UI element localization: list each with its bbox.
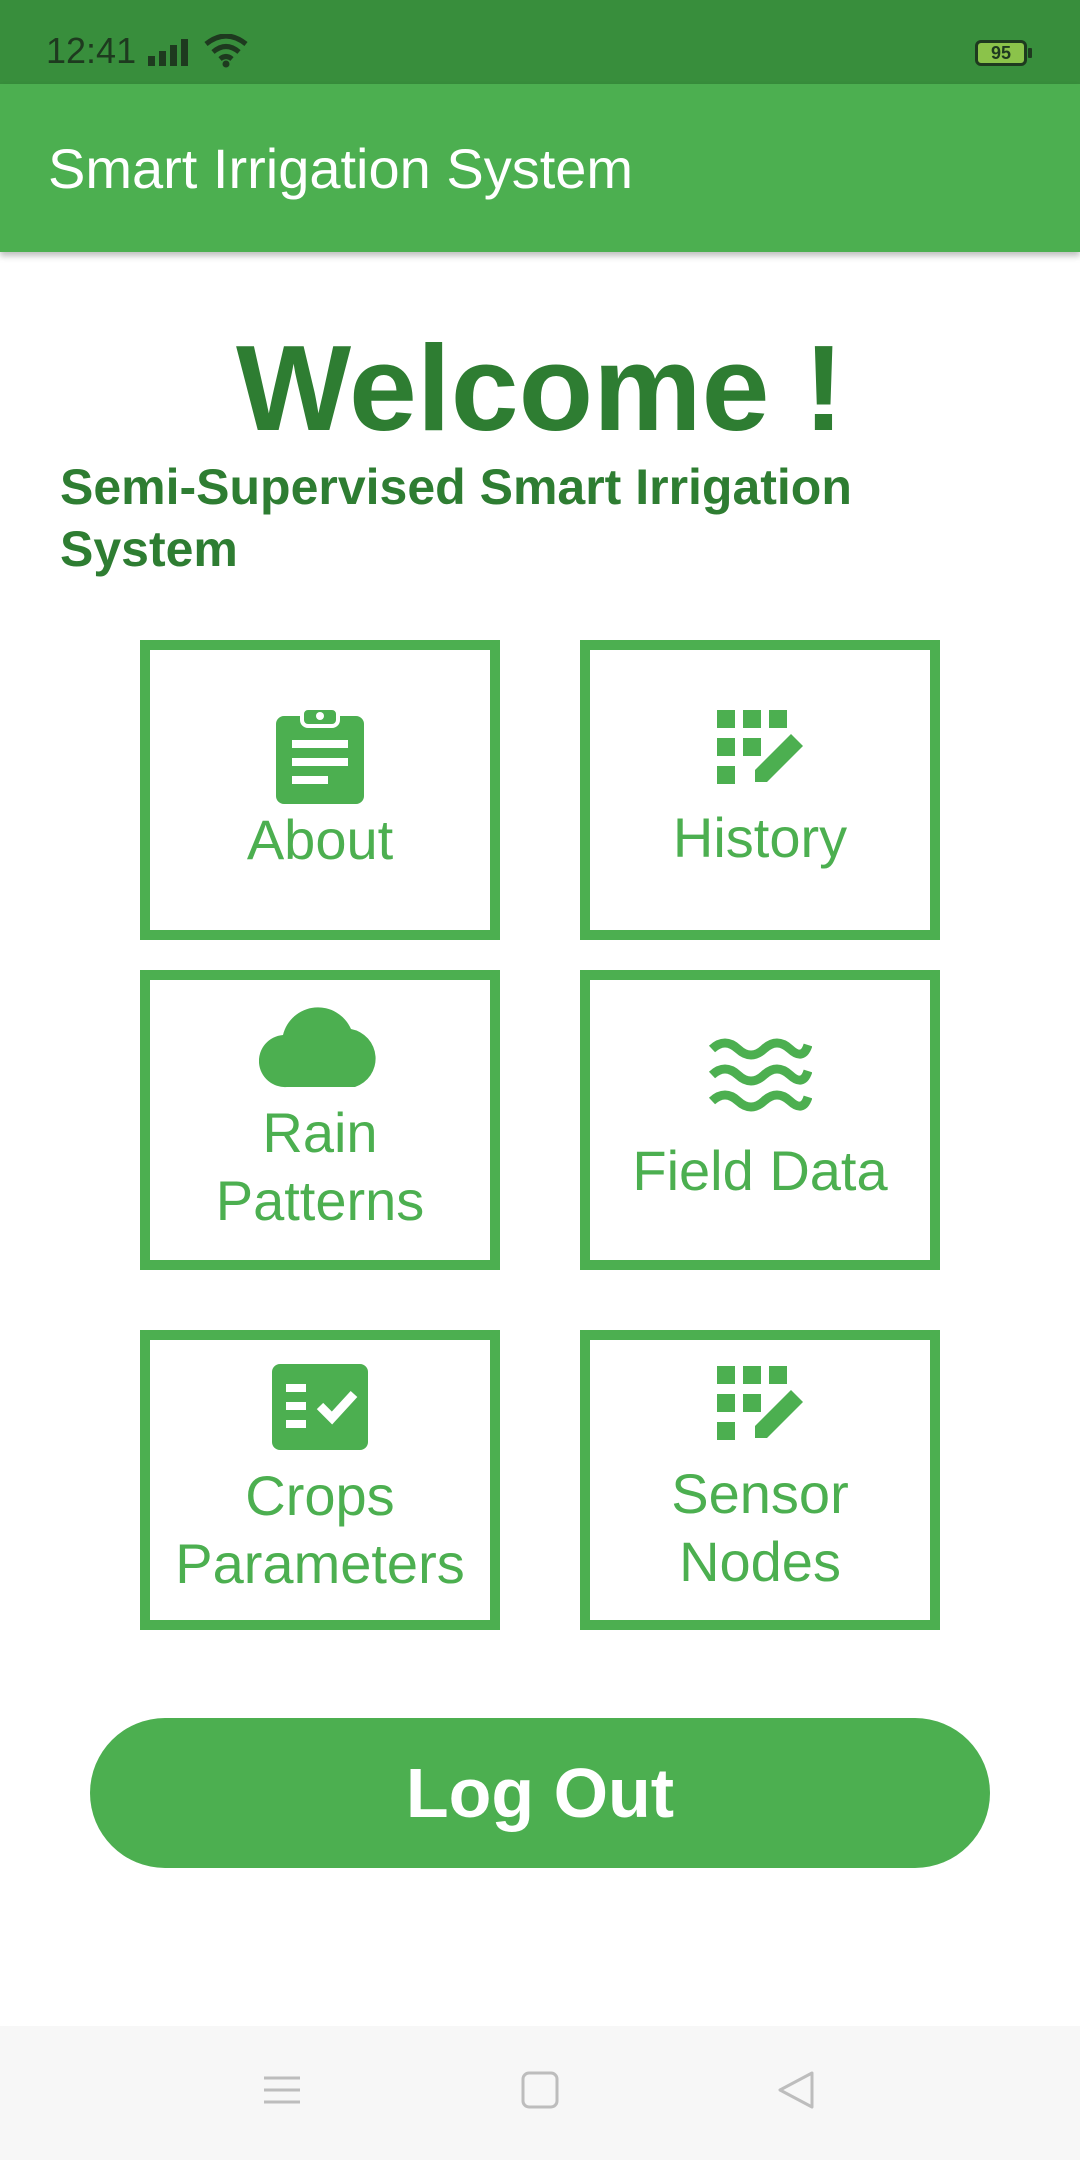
rain-patterns-label: Rain Patterns bbox=[215, 1101, 425, 1232]
battery-level: 95 bbox=[990, 43, 1012, 63]
home-icon[interactable] bbox=[520, 2070, 560, 2115]
checklist-icon bbox=[272, 1364, 368, 1450]
crops-parameters-label: Crops Parameters bbox=[175, 1464, 465, 1595]
status-time: 12:41 bbox=[46, 30, 137, 71]
battery-tip bbox=[1028, 48, 1032, 58]
field-data-tile[interactable]: Field Data bbox=[580, 970, 940, 1270]
clipboard-icon bbox=[276, 706, 364, 804]
signal-icon bbox=[146, 38, 190, 71]
wifi-icon bbox=[204, 33, 248, 73]
history-label: History bbox=[672, 806, 848, 869]
about-label: About bbox=[246, 808, 394, 871]
log-out-button[interactable]: Log Out bbox=[90, 1718, 990, 1868]
rain-patterns-tile[interactable]: Rain Patterns bbox=[140, 970, 500, 1270]
cloud-icon bbox=[259, 1007, 376, 1088]
welcome-heading: Welcome ! bbox=[236, 320, 844, 456]
waves-icon bbox=[708, 1038, 812, 1112]
grid-edit-icon bbox=[717, 1366, 803, 1440]
app-title: Smart Irrigation System bbox=[48, 137, 634, 200]
about-tile[interactable]: About bbox=[140, 640, 500, 940]
crops-parameters-tile[interactable]: Crops Parameters bbox=[140, 1330, 500, 1630]
field-data-label: Field Data bbox=[632, 1139, 888, 1202]
system-nav-bar bbox=[0, 2026, 1080, 2160]
sensor-nodes-label: Sensor Nodes bbox=[671, 1462, 849, 1593]
sensor-nodes-tile[interactable]: Sensor Nodes bbox=[580, 1330, 940, 1630]
status-bar: 12:41 95 bbox=[0, 0, 1080, 84]
back-icon[interactable] bbox=[776, 2070, 816, 2115]
battery-icon: 95 bbox=[975, 40, 1027, 66]
grid-edit-icon bbox=[717, 710, 803, 784]
menu-icon[interactable] bbox=[262, 2070, 302, 2115]
history-tile[interactable]: History bbox=[580, 640, 940, 940]
app-bar: Smart Irrigation System bbox=[0, 84, 1080, 252]
welcome-subtitle: Semi-Supervised Smart Irrigation System bbox=[60, 459, 852, 577]
